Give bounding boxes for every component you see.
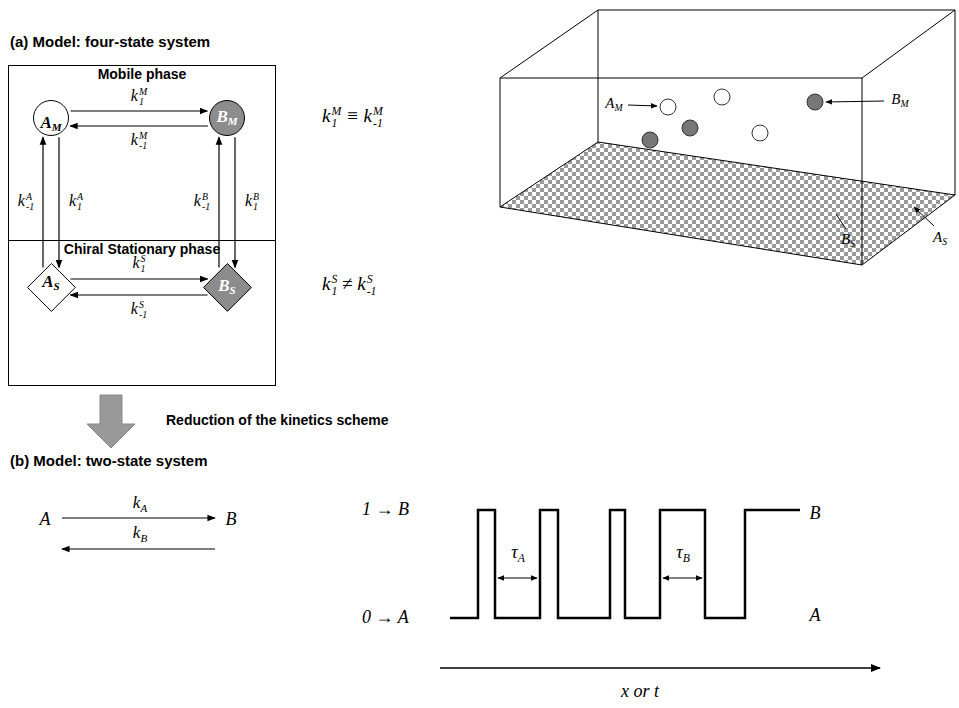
state-name: B — [226, 510, 237, 530]
molecule-b — [807, 94, 823, 110]
leader-line — [836, 214, 846, 229]
panel-heading: (a) Model: four-state system — [10, 34, 210, 51]
box-edge — [500, 78, 862, 79]
panel-heading: (b) Model: two-state system — [10, 453, 208, 470]
region-title: Mobile phase — [9, 66, 275, 82]
state-label: AS — [42, 273, 60, 292]
rate-arrow — [62, 517, 215, 518]
mobile-state-circle: AM — [33, 100, 69, 136]
callout-label: BS — [841, 231, 855, 249]
rate-constant: kB — [133, 524, 147, 543]
rate-constant: k1A — [68, 192, 84, 212]
state-name: A — [40, 510, 51, 530]
leader-arrow — [628, 105, 657, 106]
step-caption: Reduction of the kinetics scheme — [166, 413, 389, 428]
molecules — [642, 89, 823, 148]
box-edge — [955, 10, 956, 195]
dwell-time: τA — [511, 543, 525, 564]
equation: k1M ≡ k-1M — [322, 106, 383, 130]
diamond-outline — [27, 263, 75, 311]
molecule-b — [642, 132, 658, 148]
equation: k1S ≠ k-1S — [322, 274, 377, 298]
state-label: BM — [216, 108, 237, 127]
state-name: A — [810, 606, 821, 626]
dwell-time: τB — [676, 543, 690, 564]
rate-constant: k1S — [131, 254, 146, 274]
molecule-a — [752, 125, 768, 141]
state-label: AM — [40, 114, 61, 133]
rate-arrow — [42, 137, 43, 267]
rate-constant: k-1S — [130, 300, 148, 320]
box-edge — [500, 10, 598, 78]
dwell-time-arrow — [663, 578, 702, 579]
reduction-arrow — [87, 395, 135, 448]
rate-constant: k1B — [244, 192, 260, 212]
rate-arrow — [58, 137, 59, 267]
rate-arrow — [70, 278, 207, 279]
state-label: BS — [218, 277, 236, 296]
stationary-surface — [500, 142, 955, 265]
column-box — [500, 10, 955, 265]
rate-arrow — [62, 548, 215, 549]
leader-arrow — [914, 207, 934, 226]
telegraph-signal — [450, 510, 800, 618]
axis-arrow — [440, 667, 880, 669]
rate-constant: kA — [133, 494, 147, 513]
stationary-state-diamond: AS — [27, 263, 76, 312]
rate-constant: k-1M — [130, 131, 148, 151]
circle-outline — [210, 101, 245, 136]
circle-outline — [34, 101, 69, 136]
rate-constant: k1M — [130, 87, 148, 107]
diamond-outline — [203, 263, 251, 311]
molecule-a — [660, 99, 676, 115]
stationary-state-diamond: BS — [203, 263, 252, 312]
rate-arrow — [71, 110, 208, 111]
rate-arrow — [70, 294, 207, 295]
mobile-state-circle: BM — [209, 100, 245, 136]
callout-label: AS — [933, 229, 947, 247]
axis-label: x or t — [621, 682, 659, 702]
level-label: 0 → A — [362, 608, 409, 628]
rate-arrow — [70, 125, 208, 126]
box-edge — [500, 78, 501, 207]
box-edge — [862, 10, 955, 78]
molecule-b — [682, 120, 698, 136]
state-name: B — [810, 504, 821, 524]
dwell-time-arrow — [498, 578, 537, 579]
rate-arrow — [234, 137, 235, 267]
leader-arrow — [826, 101, 884, 102]
box-edge — [598, 10, 955, 11]
callout-label: AM — [605, 95, 622, 113]
level-label: 1 → B — [362, 500, 409, 520]
box-edge — [862, 78, 863, 265]
molecule-a — [714, 89, 730, 105]
rate-constant: k-1B — [193, 192, 211, 212]
rate-constant: k-1A — [17, 192, 35, 212]
callout-label: BM — [891, 91, 908, 109]
box-edge — [598, 10, 599, 142]
